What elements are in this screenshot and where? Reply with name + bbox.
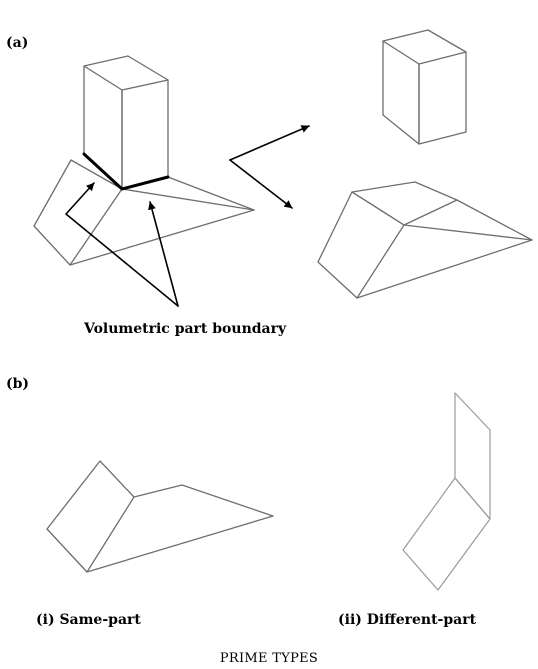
decomposition-arrow [229,125,310,209]
panel-a-label: (a) [6,35,29,51]
different-part-caption: (ii) Different-part [338,612,477,628]
separated-base [317,181,533,299]
block-top-face [83,55,169,81]
boundary-annotation: Volumetric part boundary [84,321,287,337]
boundary-arrow-right [148,201,179,307]
same-part-caption: (i) Same-part [36,612,141,628]
same-part-shape [46,460,274,573]
prime-types-title: PRIME TYPES [219,651,319,666]
boundary-edge [82,152,170,191]
base-bottom-edge [69,209,255,266]
boundary-arrow-left [65,182,179,307]
base-right-slope [167,176,255,211]
panel-b-label: (b) [6,376,30,392]
block-side-face [121,79,169,190]
base-ridge [121,188,255,211]
separated-block [382,29,467,145]
different-part-shape [402,392,491,591]
combined-object [33,55,255,307]
